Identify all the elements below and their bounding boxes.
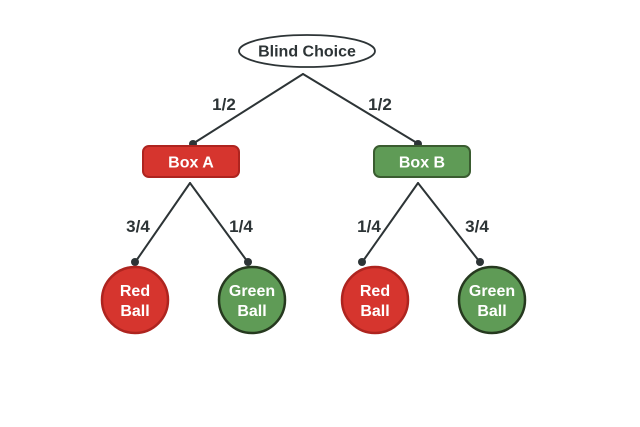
edge-box-a-to-red-ball: 3/4	[126, 182, 191, 266]
box-b-label: Box B	[399, 155, 445, 172]
edge-probability-label: 3/4	[126, 217, 150, 236]
edge-probability-label: 1/4	[229, 217, 253, 236]
ball-label-line2: Ball	[120, 303, 149, 320]
ball-label-line1: Green	[469, 283, 515, 300]
edge-probability-label: 1/2	[368, 95, 392, 114]
edge-line	[362, 182, 419, 262]
root-node-blind-choice: Blind Choice	[238, 34, 376, 68]
edge-probability-label: 1/2	[212, 95, 236, 114]
edge-root-to-box-a: 1/2	[189, 73, 304, 148]
box-a-label: Box A	[168, 155, 214, 172]
box-b-rect	[373, 145, 471, 178]
edge-box-b-to-red-ball: 1/4	[357, 182, 419, 266]
ball-label-line2: Ball	[237, 303, 266, 320]
ball-label-line2: Ball	[477, 303, 506, 320]
root-node-label: Blind Choice	[258, 44, 356, 61]
ball-node-box-a-red: Red Ball	[100, 265, 170, 335]
edge-line	[189, 182, 248, 262]
edge-probability-label: 3/4	[465, 217, 489, 236]
root-node-ellipse	[238, 34, 376, 68]
red-ball-circle	[100, 265, 170, 335]
edge-endpoint-dot	[131, 258, 139, 266]
edge-box-a-to-green-ball: 1/4	[189, 182, 253, 266]
edge-root-to-box-b: 1/2	[302, 73, 422, 148]
edge-endpoint-dot	[358, 258, 366, 266]
ball-label-line1: Red	[360, 283, 390, 300]
edge-endpoint-dot	[244, 258, 252, 266]
edge-line	[417, 182, 480, 262]
red-ball-circle	[340, 265, 410, 335]
edge-line	[193, 73, 304, 144]
ball-label-line2: Ball	[360, 303, 389, 320]
ball-label-line1: Green	[229, 283, 275, 300]
box-a-rect	[142, 145, 240, 178]
ball-label-line1: Red	[120, 283, 150, 300]
edge-probability-label: 1/4	[357, 217, 381, 236]
ball-node-box-b-green: Green Ball	[457, 265, 527, 335]
edge-endpoint-dot	[476, 258, 484, 266]
box-b-node: Box B	[373, 145, 471, 178]
ball-node-box-a-green: Green Ball	[217, 265, 287, 335]
box-a-node: Box A	[142, 145, 240, 178]
edge-line	[135, 182, 191, 262]
ball-node-box-b-red: Red Ball	[340, 265, 410, 335]
edge-box-b-to-green-ball: 3/4	[417, 182, 489, 266]
green-ball-circle	[217, 265, 287, 335]
edge-line	[302, 73, 418, 144]
green-ball-circle	[457, 265, 527, 335]
